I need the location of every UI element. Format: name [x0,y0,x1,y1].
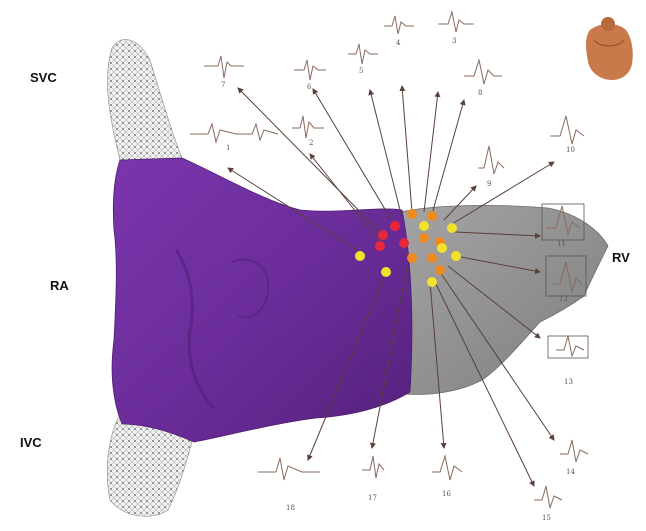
site-orange [407,253,417,263]
site-orange [435,265,445,275]
site-red [375,241,385,251]
torso-orientation-icon [586,17,633,80]
site-orange [427,211,437,221]
site-yellow [355,251,365,261]
site-yellow [427,277,437,287]
site-orange [407,209,417,219]
site-orange [427,253,437,263]
lead-number-10: 10 [566,146,575,154]
lead-number-4: 4 [396,39,401,47]
ivc-label: IVC [20,435,42,450]
site-yellow [447,223,457,233]
site-orange [419,233,429,243]
lead-number-18: 18 [286,504,295,512]
lead-number-13: 13 [564,378,573,386]
svc-label: SVC [30,70,57,85]
lead-number-11: 11 [557,240,566,248]
lead-number-6: 6 [307,83,312,91]
right-atrium [112,158,412,442]
lead-number-8: 8 [478,89,482,97]
lead-number-7: 7 [221,81,225,89]
site-red [399,238,409,248]
lead-number-2: 2 [309,139,313,147]
site-red [378,230,388,240]
lead-number-17: 17 [368,494,377,502]
site-yellow [451,251,461,261]
site-yellow [381,267,391,277]
lead-number-14: 14 [566,468,575,476]
lead-number-3: 3 [452,37,456,45]
lead-number-16: 16 [442,490,451,498]
lead-number-9: 9 [487,180,491,188]
lead-number-12: 12 [559,295,568,303]
ra-label: RA [50,278,69,293]
lead-13-box [548,336,588,358]
rv-label: RV [612,250,630,265]
site-yellow [437,243,447,253]
lead-number-5: 5 [359,67,363,75]
lead-number-15: 15 [542,514,551,522]
site-yellow [419,221,429,231]
lead-number-1: 1 [226,144,230,152]
site-red [390,221,400,231]
svc-vessel [107,39,182,160]
